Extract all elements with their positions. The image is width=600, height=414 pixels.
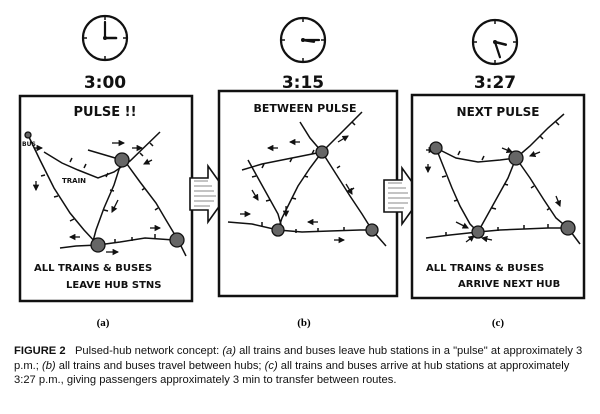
caption-part-b-text: all trains and buses travel between hubs… [58,359,262,372]
panel-c-tag: (c) [492,317,505,329]
caption-title: Pulsed-hub network concept: [74,345,220,357]
clock-b-time-label: 3:15 [282,73,324,93]
panel-c-title: NEXT PULSE [457,105,540,119]
clock-c-minute-hand [493,40,502,59]
panel-a-note-line1: ALL TRAINS & BUSES [34,263,152,274]
hub-station-icon [508,150,524,166]
panel-a-vehicles [32,139,162,256]
hub-station-icon [271,223,285,237]
panel-a-tag: (a) [97,317,110,329]
hub-station-icon [365,223,379,237]
caption-figure-label: FIGURE 2 [14,345,66,357]
hub-station-icon [429,141,443,155]
panel-c-vehicles [424,146,562,243]
panel-b-tag: (b) [297,317,311,329]
hub-station-icon [560,220,576,236]
caption-part-b-tag: (b) [41,359,56,372]
hub-station-icon [90,237,106,253]
panel-c-note-line2: ARRIVE NEXT HUB [458,279,560,290]
hub-station-icon [315,145,329,159]
clock-icon-a [81,14,129,62]
panel-a-title: PULSE !! [74,105,137,120]
panel-a-bus-label: BUS [22,141,36,148]
panel-c-note-line1: ALL TRAINS & BUSES [426,263,544,274]
panel-b-vehicles [240,135,353,244]
pulsed-hub-figure: 3:00 3:15 3:27 PULSE !! [18,14,586,329]
hub-station-icon [471,225,485,239]
caption-part-a-tag: (a) [222,345,237,357]
hub-station-icon [169,232,185,248]
clock-icon-c [471,18,519,66]
panel-b-hub-stations [271,145,379,237]
panel-b-title: BETWEEN PULSE [253,102,356,115]
panel-a: PULSE !! [18,94,194,303]
clock-c-time-label: 3:27 [474,73,516,93]
hub-station-icon [24,131,32,139]
hub-station-icon [114,152,130,168]
caption-part-a-text: all trains and buses leave hub stations … [14,345,583,372]
clock-a-time-label: 3:00 [84,73,126,93]
clock-icon-b [279,16,327,64]
panel-b-network [227,111,387,247]
figure-caption: FIGURE 2 Pulsed-hub network concept: (a)… [14,344,590,388]
panel-a-hub-stations [24,131,185,253]
panel-a-train-label: TRAIN [62,177,86,185]
panel-a-note-line2: LEAVE HUB STNS [66,280,162,291]
panel-c-network [425,113,581,245]
caption-part-c-text: all trains and buses arrive at hub stati… [14,359,570,387]
panel-b: BETWEEN PULSE [217,89,399,298]
panel-c: NEXT PULSE ALL TRAI [410,93,586,300]
panel-c-hub-stations [429,141,576,239]
caption-part-c-tag: (c) [264,359,278,372]
